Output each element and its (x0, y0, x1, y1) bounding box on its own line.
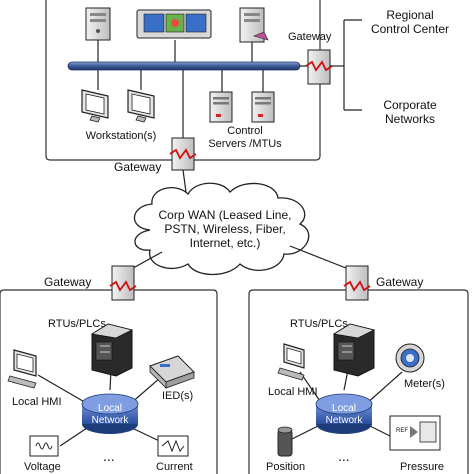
corporate-networks-label: Corporate Networks (362, 98, 458, 127)
wan-line3: Internet, etc.) (189, 236, 261, 250)
control-console (136, 9, 212, 39)
local-hmi-left-label: Local HMI (12, 396, 62, 408)
remote-site-connections (330, 19, 362, 111)
control-servers-line2: Servers /MTUs (208, 137, 282, 150)
corporate-label-line1: Corporate (383, 98, 437, 112)
wan-line1: Corp WAN (Leased Line, (158, 208, 292, 222)
local-hmi-right-label: Local HMI (268, 386, 318, 398)
ieds-label: IED(s) (162, 390, 194, 402)
meters-label: Meter(s) (404, 378, 445, 390)
regional-label-line2: Control Center (370, 21, 450, 36)
gateway-left (109, 265, 137, 301)
rtu-plc-left (90, 323, 134, 377)
backbone-connections (97, 40, 308, 138)
rtu-plc-right (332, 323, 376, 377)
regional-label-line1: Regional (386, 8, 434, 22)
field-site-left-box (0, 289, 218, 474)
control-server-2 (251, 91, 275, 123)
gateway-right-label: Gateway (376, 275, 424, 289)
gateway-left-label: Gateway (44, 275, 92, 289)
position-sensor-icon (277, 426, 293, 457)
current-label: Current (156, 461, 193, 473)
gateway-top-right-label: Gateway (288, 31, 332, 43)
local-network-right-line1: Local (332, 403, 356, 414)
gateway-right (343, 265, 371, 301)
control-servers-label: Control Servers /MTUs (200, 125, 290, 150)
wan-label: Corp WAN (Leased Line, PSTN, Wireless, F… (150, 208, 300, 250)
local-hmi-right (277, 343, 305, 381)
control-servers-line1: Control (227, 125, 263, 137)
workstations-label: Workstation(s) (85, 130, 157, 142)
voltage-label: Voltage (24, 461, 61, 473)
workstation-monitor-2 (127, 89, 155, 123)
gateway-center-label: Gateway (114, 160, 162, 174)
pressure-label: Pressure (400, 461, 445, 473)
wan-line2: PSTN, Wireless, Fiber, (164, 222, 286, 236)
gateway-top-right (305, 49, 333, 85)
ref-label: REF (396, 428, 408, 434)
local-network-left-line1: Local (98, 403, 122, 414)
gateway-center (169, 137, 197, 193)
local-network-right (315, 393, 373, 434)
voltage-transformer-icon (29, 435, 59, 457)
ellipsis-right: ... (338, 448, 350, 464)
ied-device (149, 355, 195, 389)
top-server-left (85, 7, 111, 41)
rtus-plcs-right-label: RTUs/PLCs (290, 318, 348, 330)
local-network-right-line2: Network (325, 414, 363, 426)
top-server-right (239, 7, 269, 43)
local-network-right-label: Local Network (316, 403, 372, 426)
workstation-monitor-1 (81, 89, 109, 123)
control-lan-backbone (67, 61, 301, 71)
corporate-label-line2: Networks (384, 111, 435, 126)
current-transformer-icon (157, 435, 189, 457)
corp-wan-cloud (133, 182, 310, 276)
local-network-left-label: Local Network (82, 403, 138, 426)
meter-device (395, 343, 425, 373)
local-network-left (81, 393, 139, 434)
ellipsis-left: ... (103, 448, 115, 464)
regional-control-center-label: Regional Control Center (362, 8, 458, 37)
local-network-left-line2: Network (91, 414, 129, 426)
control-server-1 (209, 91, 233, 123)
position-label: Position (266, 461, 306, 473)
rtus-plcs-left-label: RTUs/PLCs (48, 318, 106, 330)
local-hmi-left (7, 349, 37, 389)
pressure-sensor-icon (389, 415, 441, 451)
